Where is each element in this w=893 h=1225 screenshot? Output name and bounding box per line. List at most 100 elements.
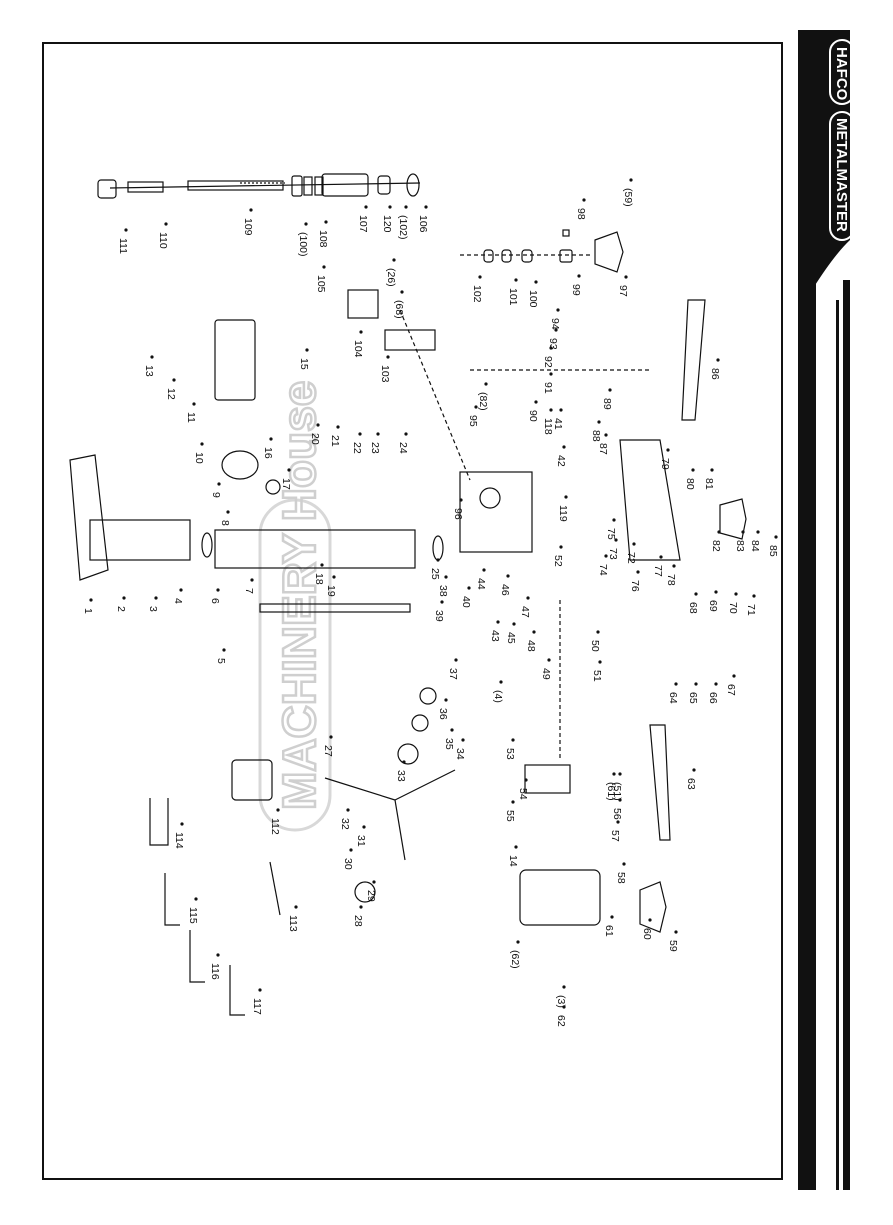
part-label: 54 xyxy=(517,788,529,800)
part-label: 32 xyxy=(339,818,351,830)
part-leader-dot xyxy=(618,798,622,802)
part-leader-dot xyxy=(496,620,500,624)
part-label: 115 xyxy=(187,907,199,924)
part-leader-dot xyxy=(597,420,601,424)
part-label: 55 xyxy=(504,810,516,822)
part-leader-dot xyxy=(316,423,320,427)
part-label: 51 xyxy=(591,670,603,682)
part-label: 108 xyxy=(317,230,329,248)
part-leader-dot xyxy=(534,280,538,284)
part-leader-dot xyxy=(659,555,663,559)
part-leader-dot xyxy=(440,600,444,604)
part-label: 104 xyxy=(352,340,364,358)
part-leader-dot xyxy=(320,563,324,567)
part-leader-dot xyxy=(556,308,560,312)
part-leader-dot xyxy=(217,482,221,486)
part-label: 6 xyxy=(209,598,221,604)
part-label: 33 xyxy=(395,770,407,782)
part-label: 56 xyxy=(611,808,623,820)
part-label: 111 xyxy=(117,238,129,254)
part-label: 91 xyxy=(542,382,554,394)
part-leader-dot xyxy=(436,558,440,562)
part-label: 10 xyxy=(193,452,205,464)
part-label: 15 xyxy=(298,358,310,370)
part-label: 40 xyxy=(460,596,472,608)
part-label: 42 xyxy=(555,455,567,467)
part-leader-dot xyxy=(287,468,291,472)
part-leader-dot xyxy=(359,330,363,334)
part-label: 114 xyxy=(173,832,185,849)
part-leader-dot xyxy=(444,698,448,702)
part-leader-dot xyxy=(305,348,309,352)
part-leader-dot xyxy=(386,355,390,359)
part-label: 79 xyxy=(659,458,671,470)
part-label: 46 xyxy=(499,584,511,596)
part-label: 12 xyxy=(165,388,177,400)
part-label: 81 xyxy=(703,478,715,490)
part-label: 60 xyxy=(641,928,653,940)
part-label: 97 xyxy=(617,285,629,297)
part-label: 86 xyxy=(709,368,721,380)
part-leader-dot xyxy=(622,862,626,866)
part-leader-dot xyxy=(716,358,720,362)
part-leader-dot xyxy=(554,328,558,332)
part-label: 3 xyxy=(147,606,159,612)
part-leader-dot xyxy=(616,820,620,824)
part-label: 38 xyxy=(437,585,449,597)
part-leader-dot xyxy=(674,682,678,686)
part-leader-dot xyxy=(404,432,408,436)
part-leader-dot xyxy=(226,510,230,514)
part-label: 64 xyxy=(667,692,679,704)
part-label: 87 xyxy=(597,443,609,455)
part-leader-dot xyxy=(714,682,718,686)
part-label: 106 xyxy=(417,215,429,233)
part-label: 68 xyxy=(687,602,699,614)
part-leader-dot xyxy=(179,588,183,592)
part-leader-dot xyxy=(424,205,428,209)
part-leader-dot xyxy=(294,905,298,909)
part-leader-dot xyxy=(624,275,628,279)
part-leader-dot xyxy=(692,768,696,772)
part-label: (100) xyxy=(297,232,309,257)
part-label: 19 xyxy=(325,585,337,597)
part-label: 109 xyxy=(242,218,254,236)
part-leader-dot xyxy=(562,1005,566,1009)
part-leader-dot xyxy=(608,388,612,392)
part-label: 69 xyxy=(707,600,719,612)
part-label: 93 xyxy=(547,338,559,350)
part-leader-dot xyxy=(324,220,328,224)
part-label: 94 xyxy=(549,318,561,330)
part-label: 5 xyxy=(215,658,227,664)
part-label: 35 xyxy=(443,738,455,750)
part-label: 58 xyxy=(615,872,627,884)
part-label: 45 xyxy=(505,632,517,644)
part-label: 71 xyxy=(745,604,757,616)
part-leader-dot xyxy=(691,468,695,472)
part-label: 16 xyxy=(262,447,274,459)
part-leader-dot xyxy=(506,574,510,578)
part-label: 84 xyxy=(749,540,761,552)
part-leader-dot xyxy=(269,437,273,441)
part-label: 53 xyxy=(504,748,516,760)
part-label: 120 xyxy=(381,215,393,233)
part-leader-dot xyxy=(636,570,640,574)
part-label: 1 xyxy=(82,608,94,614)
part-label: 7 xyxy=(243,588,255,594)
part-label: 80 xyxy=(684,478,696,490)
part-label: (59) xyxy=(622,188,634,207)
part-leader-dot xyxy=(710,468,714,472)
part-label: 47 xyxy=(519,606,531,618)
part-leader-dot xyxy=(614,538,618,542)
part-leader-dot xyxy=(774,535,778,539)
part-label: 99 xyxy=(570,284,582,296)
part-label: (3) xyxy=(555,995,567,1008)
part-label: 92 xyxy=(542,356,554,368)
part-label: 59 xyxy=(667,940,679,952)
part-label: 101 xyxy=(507,288,519,306)
part-label: 117 xyxy=(251,998,263,1015)
part-label: 31 xyxy=(355,835,367,847)
part-label: 62 xyxy=(555,1015,567,1027)
part-label: 37 xyxy=(447,668,459,680)
part-label: 4 xyxy=(172,598,184,604)
